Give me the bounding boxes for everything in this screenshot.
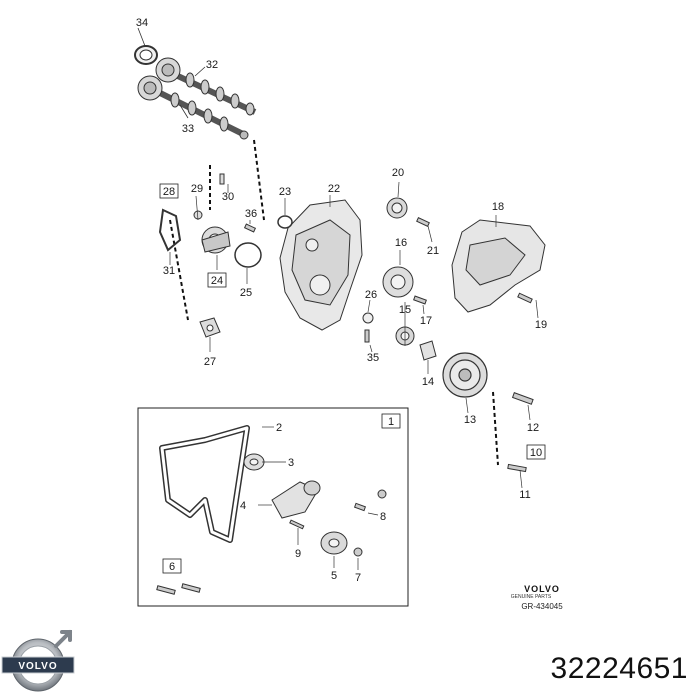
camshaft-lower: [137, 75, 249, 140]
callout-16: 16: [395, 237, 407, 249]
brand-name-small: VOLVO: [524, 584, 560, 594]
bolt-11: [507, 463, 527, 473]
callout-29: 29: [191, 183, 203, 195]
pulley-5: [320, 531, 348, 555]
gear-20: [386, 197, 408, 219]
volvo-logo: VOLVO: [1, 630, 75, 692]
damper-pulley-13: [442, 352, 488, 398]
bolt-12: [511, 392, 534, 405]
camshaft-upper: [155, 57, 257, 116]
callout-10: 10: [530, 447, 542, 459]
callout-5: 5: [331, 570, 337, 582]
bolt-29-30: [193, 173, 225, 220]
cover-18: [451, 219, 546, 313]
callout-31: 31: [163, 265, 175, 277]
part-number: 32224651: [550, 652, 688, 685]
callout-3: 3: [288, 457, 294, 469]
timing-cover: [279, 199, 363, 331]
callout-10-box: [526, 444, 546, 460]
callout-14: 14: [422, 376, 434, 388]
tensioner-4: [271, 480, 321, 519]
idler-3: [243, 453, 265, 471]
bolt-35: [364, 329, 370, 343]
callout-21: 21: [427, 245, 439, 257]
callout-17: 17: [420, 315, 432, 327]
callout-24: 24: [211, 275, 223, 287]
callout-18: 18: [492, 201, 504, 213]
callout-22: 22: [328, 183, 340, 195]
dashed-guides: [169, 139, 499, 466]
callout-30: 30: [222, 191, 234, 203]
logo-text: VOLVO: [18, 661, 57, 672]
o-ring-25: [234, 242, 262, 268]
callout-27: 27: [204, 356, 216, 368]
callout-28-box: [159, 183, 179, 199]
callout-23: 23: [279, 186, 291, 198]
water-pump: [201, 226, 231, 254]
tensioner-27: [199, 317, 221, 338]
callout-24-box: [207, 272, 227, 288]
callout-13: 13: [464, 414, 476, 426]
callout-35: 35: [367, 352, 379, 364]
timing-belt-2-inner: [160, 426, 249, 542]
callout-28: 28: [163, 186, 175, 198]
o-ring-23: [277, 215, 293, 229]
logo-arrow-icon: [54, 630, 72, 648]
sprocket-16: [382, 266, 414, 298]
bolt-19: [517, 292, 533, 304]
callout-6-box: [162, 558, 182, 574]
camshaft-assembly: [134, 45, 257, 140]
seal-ring: [134, 45, 158, 65]
callout-19: 19: [535, 319, 547, 331]
belt-31: [158, 208, 182, 252]
callout-1: 1: [388, 416, 394, 428]
callout-12: 12: [527, 422, 539, 434]
callout-34: 34: [136, 17, 148, 29]
callout-25: 25: [240, 287, 252, 299]
callout-8: 8: [380, 511, 386, 523]
small-bolts: [156, 489, 387, 595]
callout-15: 15: [399, 304, 411, 316]
callout-20: 20: [392, 167, 404, 179]
kit-frame: [137, 407, 409, 607]
callout-4: 4: [240, 500, 246, 512]
callout-1-box: [381, 413, 401, 429]
bolt-21: [416, 216, 430, 228]
callout-6: 6: [169, 561, 175, 573]
washer-26: [362, 312, 374, 324]
callout-9: 9: [295, 548, 301, 560]
callout-36: 36: [245, 208, 257, 220]
reference-code: GR-434045: [521, 602, 563, 611]
callout-26: 26: [365, 289, 377, 301]
callout-2: 2: [276, 422, 282, 434]
callout-11: 11: [519, 489, 530, 501]
callout-33: 33: [182, 123, 194, 135]
callout-7: 7: [355, 572, 361, 584]
leader-lines: [169, 181, 539, 570]
part-14: [419, 340, 437, 361]
logo-bar: [1, 656, 75, 674]
bolt-17: [413, 295, 427, 305]
callout-32: 32: [206, 59, 218, 71]
bolt-36: [243, 223, 257, 233]
brand-sub: GENUINE PARTS: [511, 594, 552, 600]
